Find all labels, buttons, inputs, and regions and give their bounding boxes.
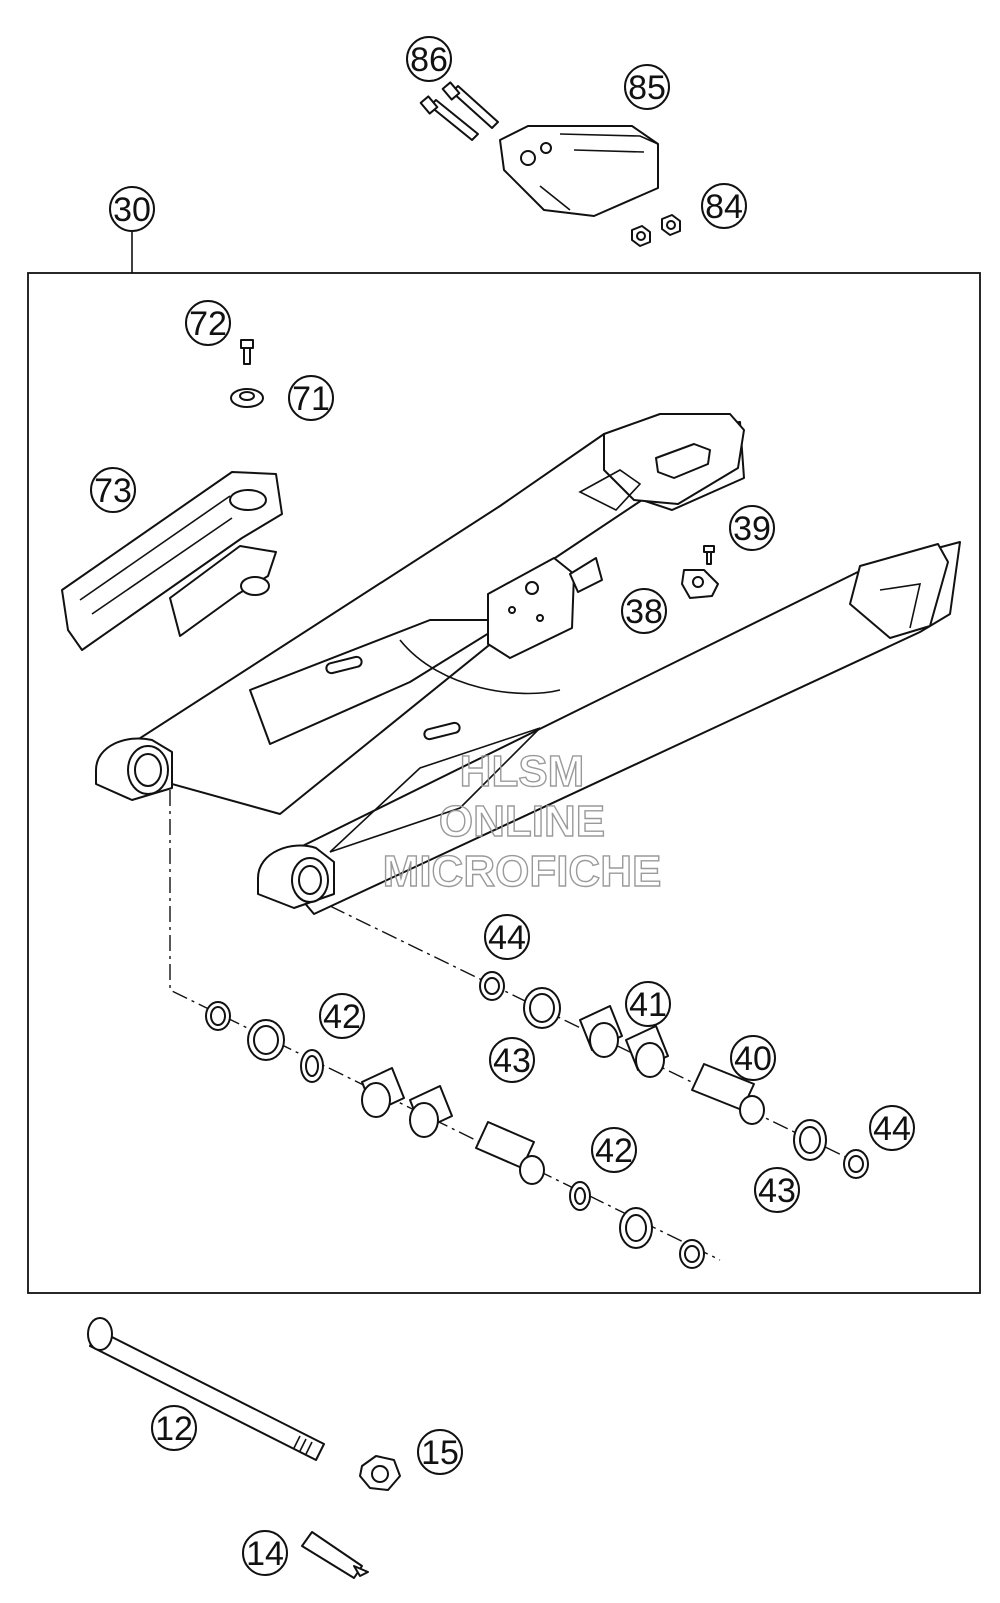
watermark: HLSM ONLINE MICROFICHE: [382, 746, 662, 896]
clamp-38: [681, 569, 719, 599]
callout-42-left: 42: [319, 993, 365, 1039]
svg-text:40: 40: [734, 1040, 772, 1078]
washer-71: [230, 388, 264, 408]
callout-40: 40: [730, 1035, 776, 1081]
callout-38: 38: [621, 588, 667, 634]
svg-text:15: 15: [421, 1434, 459, 1472]
screw-39: [703, 545, 715, 565]
callouts: 86 85 84 30 72 71 73 39 38 44 42 43 41 4…: [90, 36, 915, 1576]
axis-left: [169, 790, 721, 1261]
callout-39: 39: [729, 505, 775, 551]
nuts-84: [631, 214, 681, 247]
svg-text:43: 43: [493, 1042, 531, 1080]
svg-text:30: 30: [113, 191, 151, 229]
callout-73: 73: [90, 467, 136, 513]
svg-text:43: 43: [758, 1172, 796, 1210]
callout-43-lower: 43: [754, 1167, 800, 1213]
svg-text:86: 86: [410, 41, 448, 79]
swingarm-group-frame: [27, 272, 981, 1294]
watermark-line3: MICROFICHE: [383, 847, 662, 896]
chain-slider-73: [61, 471, 283, 651]
callout-84: 84: [701, 183, 747, 229]
callout-71: 71: [288, 375, 334, 421]
callout-42-right: 42: [591, 1127, 637, 1173]
callout-43-upper: 43: [489, 1037, 535, 1083]
watermark-line1: HLSM: [460, 747, 585, 796]
svg-text:42: 42: [595, 1132, 633, 1170]
callout-41: 41: [625, 981, 671, 1027]
screw-72: [240, 339, 254, 365]
callout-44-lower: 44: [869, 1105, 915, 1151]
right-bearing-stack: [479, 971, 869, 1179]
svg-text:38: 38: [625, 593, 663, 631]
svg-text:44: 44: [488, 919, 526, 957]
callout-72: 72: [185, 300, 231, 346]
callout-15: 15: [417, 1429, 463, 1475]
svg-text:42: 42: [323, 998, 361, 1036]
svg-text:41: 41: [629, 986, 667, 1024]
pivot-shaft-12: [87, 1317, 325, 1461]
svg-text:84: 84: [705, 188, 743, 226]
watermark-line2: ONLINE: [439, 797, 605, 846]
callout-86: 86: [406, 36, 452, 82]
pin-14: [301, 1531, 369, 1579]
callout-14: 14: [242, 1530, 288, 1576]
callout-44-upper: 44: [484, 914, 530, 960]
swingarm: [95, 413, 961, 915]
svg-text:85: 85: [628, 69, 666, 107]
chain-guide-85: [499, 125, 659, 217]
bolts-86: [419, 81, 499, 141]
svg-text:12: 12: [155, 1410, 193, 1448]
callout-12: 12: [151, 1405, 197, 1451]
svg-text:72: 72: [189, 305, 227, 343]
svg-text:73: 73: [94, 472, 132, 510]
svg-text:44: 44: [873, 1110, 911, 1148]
callout-85: 85: [624, 64, 670, 110]
svg-text:14: 14: [246, 1535, 284, 1573]
callout-30: 30: [109, 186, 155, 232]
svg-text:39: 39: [733, 510, 771, 548]
svg-text:71: 71: [292, 380, 330, 418]
left-bearing-stack: [205, 1001, 705, 1269]
nut-15: [359, 1455, 401, 1491]
